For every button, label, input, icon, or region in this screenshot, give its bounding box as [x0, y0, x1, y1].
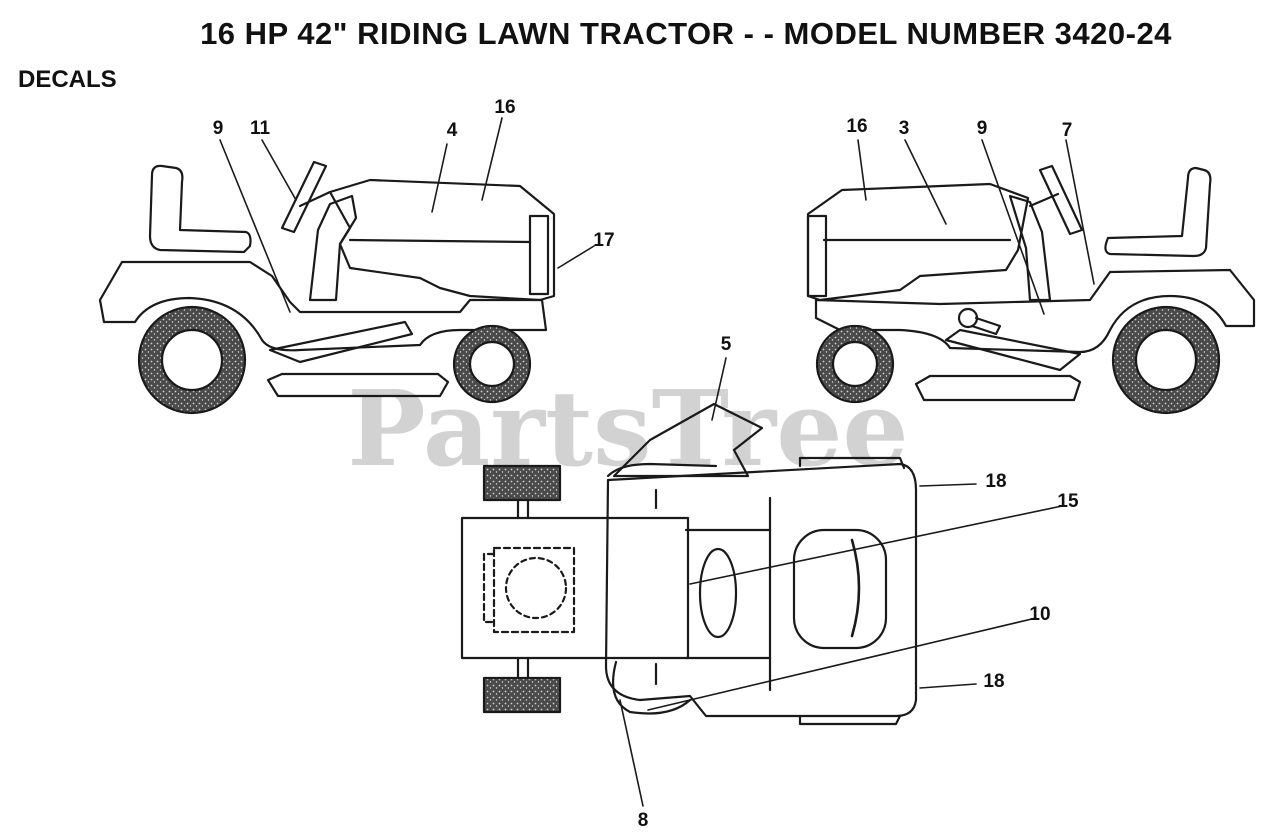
callout-left-16: 16 [494, 97, 515, 118]
callout-top-10: 10 [1029, 604, 1050, 625]
callout-left-11: 11 [250, 118, 271, 139]
callout-left-17: 17 [593, 230, 614, 251]
callout-right-3: 3 [899, 118, 910, 139]
section-subtitle: DECALS [18, 66, 117, 93]
right-brake-pedal [957, 307, 979, 329]
left-footrest [268, 320, 414, 364]
right-fender [814, 268, 1256, 354]
left-steering-wheel [280, 160, 328, 234]
top-rear-body [604, 462, 918, 718]
right-dash [1008, 194, 1052, 302]
top-rear-fender-upper [606, 462, 718, 478]
top-engine-decal [492, 546, 576, 634]
tractor-right-side-view [806, 164, 1256, 415]
top-seat [792, 528, 888, 650]
callout-top-15: 15 [1057, 491, 1079, 512]
tractor-left-side-view [98, 160, 556, 415]
right-seat [1104, 166, 1212, 258]
callout-right-16: 16 [846, 116, 867, 137]
right-mower-deck [914, 374, 1082, 402]
left-seat [148, 164, 252, 254]
callout-right-9: 9 [977, 118, 988, 139]
right-grille-decal [806, 214, 828, 298]
callout-top-5: 5 [721, 334, 732, 355]
callout-left-9: 9 [213, 118, 224, 139]
top-hood [460, 516, 690, 660]
right-footrest [944, 328, 1082, 372]
left-grille-decal [528, 214, 550, 296]
tractor-top-view [460, 402, 918, 726]
right-hood [806, 182, 1030, 302]
right-steering-wheel [1038, 164, 1084, 236]
callout-right-7: 7 [1062, 120, 1073, 141]
left-dash [308, 194, 358, 302]
callout-top-18-upper: 18 [985, 471, 1006, 492]
callout-top-8: 8 [638, 810, 649, 831]
top-steering-shroud [612, 402, 764, 478]
top-decal-8-area [612, 660, 692, 715]
callout-labels: 9 11 4 16 17 16 3 9 7 5 18 15 10 18 8 [213, 97, 1079, 831]
left-mower-deck [266, 372, 450, 398]
leader-lines [219, 117, 1095, 807]
top-front-tire-upper [482, 464, 562, 502]
top-console [698, 547, 738, 639]
callout-top-18-lower: 18 [983, 671, 1004, 692]
page-title: 16 HP 42" RIDING LAWN TRACTOR - - MODEL … [200, 16, 1172, 51]
callout-left-4: 4 [447, 120, 458, 141]
left-steering-column [298, 190, 332, 208]
left-fender [98, 260, 548, 352]
top-front-tire-lower [482, 676, 562, 714]
